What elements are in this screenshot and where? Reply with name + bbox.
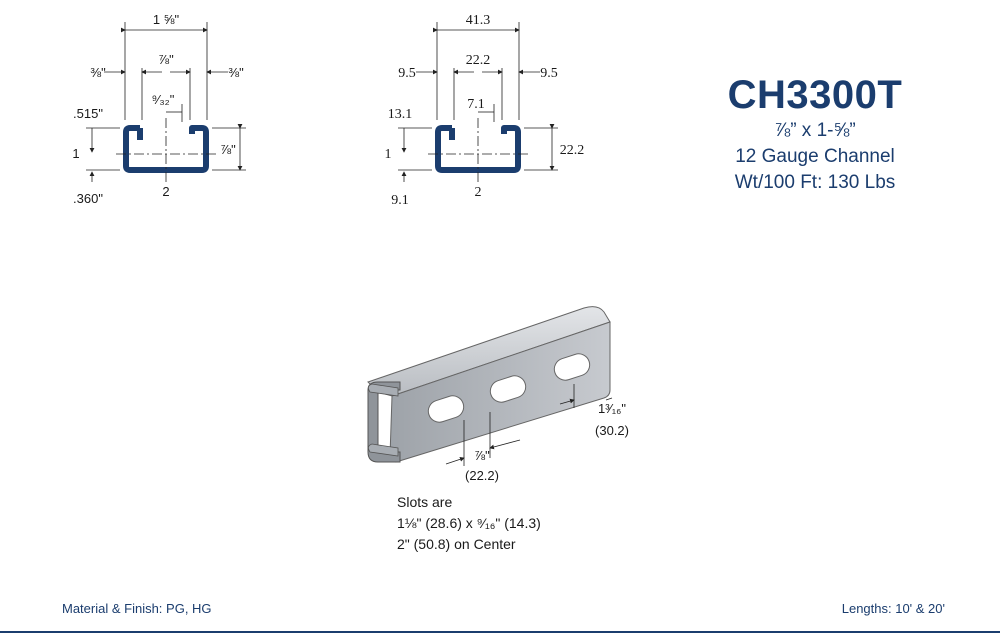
imperial-height: ⅞" bbox=[220, 142, 236, 157]
imperial-channel-profile bbox=[123, 125, 209, 173]
slots-note-line1: Slots are bbox=[397, 494, 453, 510]
end-dim-mm: (30.2) bbox=[595, 423, 629, 438]
metric-channel-profile bbox=[435, 125, 521, 173]
imperial-axis-2: 2 bbox=[162, 184, 169, 199]
metric-opening: 22.2 bbox=[466, 53, 491, 68]
channel-size: ⅞” x 1-⅝” bbox=[774, 120, 856, 141]
title-block: CH3300T ⅞” x 1-⅝” 12 Gauge Channel Wt/10… bbox=[705, 72, 925, 196]
footer-divider bbox=[0, 631, 1000, 633]
slot-spacing-mm: (22.2) bbox=[465, 468, 499, 483]
slot-2 bbox=[489, 375, 527, 403]
imperial-overall-width: 1 ⅝" bbox=[153, 12, 180, 27]
slots-note-line2: 1⅛" (28.6) x ⁹⁄₁₆" (14.3) bbox=[397, 515, 541, 531]
metric-lip: 7.1 bbox=[467, 97, 485, 112]
metric-top-dim: 13.1 bbox=[388, 107, 413, 122]
end-dim-in: 1³⁄₁₆" bbox=[598, 401, 626, 416]
imperial-bottom-dim: .360" bbox=[73, 191, 103, 206]
channel-weight: Wt/100 Ft: 130 Lbs bbox=[734, 172, 896, 193]
imperial-top-dim: .515" bbox=[73, 106, 103, 121]
slots-note-line3: 2" (50.8) on Center bbox=[397, 536, 516, 552]
imperial-opening: ⅞" bbox=[158, 52, 174, 67]
slots-note: Slots are 1⅛" (28.6) x ⁹⁄₁₆" (14.3) 2" (… bbox=[397, 492, 541, 555]
slot-spacing-in: ⅞" bbox=[474, 448, 490, 463]
metric-height: 22.2 bbox=[560, 143, 585, 158]
imperial-section: 1 ⅝" ⅜" ⅜" ⅞" ⁹⁄₃₂" ⅞" .515" .360" 1 2 bbox=[72, 12, 246, 206]
slot-1 bbox=[427, 395, 465, 423]
imperial-axis-1: 1 bbox=[72, 146, 79, 161]
lengths: Lengths: 10' & 20' bbox=[841, 601, 945, 616]
metric-bottom-dim: 9.1 bbox=[391, 193, 409, 208]
metric-axis-1: 1 bbox=[385, 147, 392, 162]
metric-overall-width: 41.3 bbox=[466, 13, 491, 28]
imperial-lip: ⁹⁄₃₂" bbox=[152, 92, 175, 107]
metric-right-flange: 9.5 bbox=[540, 66, 558, 81]
metric-axis-2: 2 bbox=[475, 185, 482, 200]
part-number: CH3300T bbox=[727, 73, 903, 117]
metric-section: 41.3 9.5 9.5 22.2 7.1 22.2 13.1 9.1 1 2 bbox=[385, 13, 585, 208]
metric-left-flange: 9.5 bbox=[398, 66, 416, 81]
channel-isometric: ⅞" (22.2) 1³⁄₁₆" (30.2) bbox=[367, 306, 629, 483]
imperial-left-flange: ⅜" bbox=[90, 65, 106, 80]
channel-description: 12 Gauge Channel bbox=[735, 146, 895, 167]
material-finish: Material & Finish: PG, HG bbox=[62, 601, 212, 616]
slot-3 bbox=[553, 353, 591, 381]
imperial-right-flange: ⅜" bbox=[228, 65, 244, 80]
